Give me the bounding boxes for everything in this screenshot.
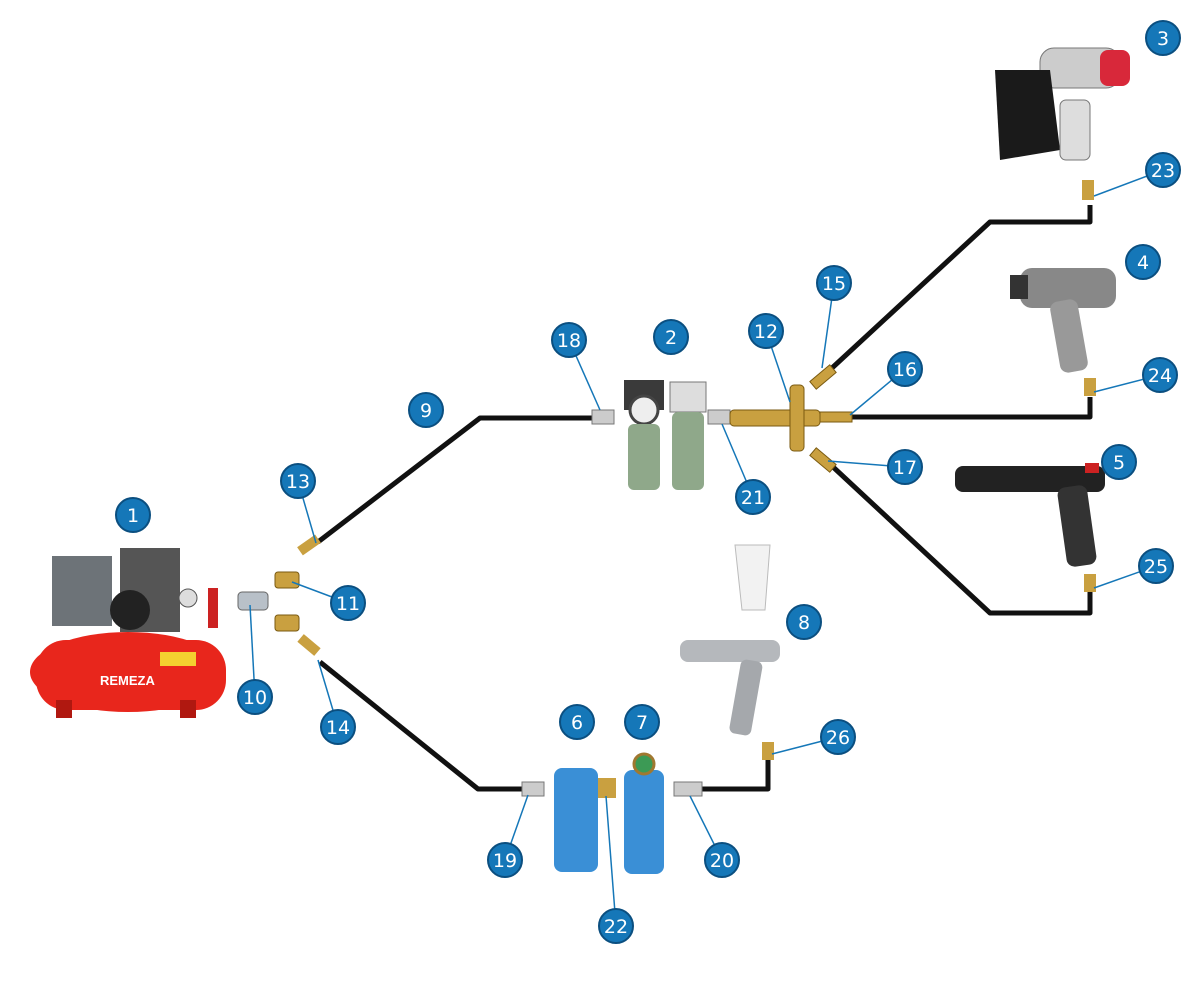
callout-number: 23 bbox=[1151, 160, 1175, 182]
callout-5: 5 bbox=[1101, 444, 1137, 480]
callout-circle bbox=[1145, 152, 1181, 188]
callout-number: 14 bbox=[326, 717, 350, 739]
callout-circle bbox=[816, 265, 852, 301]
callout-11: 11 bbox=[330, 585, 366, 621]
callout-21: 21 bbox=[735, 479, 771, 515]
callout-8: 8 bbox=[786, 604, 822, 640]
callout-1: 1 bbox=[115, 497, 151, 533]
callout-9: 9 bbox=[408, 392, 444, 428]
callout-circle bbox=[559, 704, 595, 740]
callout-number: 10 bbox=[243, 687, 267, 709]
spray-gun bbox=[680, 544, 780, 760]
callout-number: 8 bbox=[798, 612, 810, 634]
callout-number: 20 bbox=[710, 850, 734, 872]
air-compressor: REMEZA bbox=[30, 548, 226, 718]
callout-circle bbox=[887, 351, 923, 387]
callout-circle bbox=[1145, 20, 1181, 56]
callout-circle bbox=[887, 449, 923, 485]
callout-circle bbox=[237, 679, 273, 715]
hose-upper-main bbox=[316, 415, 592, 544]
callout-number: 25 bbox=[1144, 556, 1168, 578]
hoses bbox=[316, 205, 1093, 792]
callout-circle bbox=[1125, 244, 1161, 280]
hose-to-spray-gun bbox=[702, 760, 771, 792]
callout-15: 15 bbox=[816, 265, 852, 301]
compressor-fittings bbox=[237, 534, 321, 656]
callout-7: 7 bbox=[624, 704, 660, 740]
callout-number: 21 bbox=[741, 487, 765, 509]
callout-circle bbox=[487, 842, 523, 878]
callout-6: 6 bbox=[559, 704, 595, 740]
callout-circle bbox=[820, 719, 856, 755]
callout-circle bbox=[408, 392, 444, 428]
callout-circle bbox=[786, 604, 822, 640]
callout-3: 3 bbox=[1145, 20, 1181, 56]
callout-circle bbox=[748, 313, 784, 349]
callout-number: 15 bbox=[822, 273, 846, 295]
callout-number: 18 bbox=[557, 330, 581, 352]
callout-circle bbox=[653, 319, 689, 355]
callout-circle bbox=[280, 463, 316, 499]
coil-nailer bbox=[995, 47, 1130, 200]
leader-line-22 bbox=[605, 795, 617, 927]
brass-splitter bbox=[729, 364, 853, 473]
callout-number: 26 bbox=[826, 727, 850, 749]
callout-10: 10 bbox=[237, 679, 273, 715]
callout-number: 11 bbox=[336, 593, 360, 615]
callout-number: 9 bbox=[420, 400, 432, 422]
callout-number: 7 bbox=[636, 712, 648, 734]
callout-circle bbox=[704, 842, 740, 878]
callout-circle bbox=[551, 322, 587, 358]
callout-number: 19 bbox=[493, 850, 517, 872]
callout-circle bbox=[1138, 548, 1174, 584]
brand-logo-text: REMEZA bbox=[100, 673, 156, 688]
filter-regulator-lubricator bbox=[591, 380, 731, 490]
callout-2: 2 bbox=[653, 319, 689, 355]
callout-12: 12 bbox=[748, 313, 784, 349]
water-filters bbox=[521, 752, 703, 874]
callout-20: 20 bbox=[704, 842, 740, 878]
callout-number: 1 bbox=[127, 505, 139, 527]
pneumatic-tool-5 bbox=[955, 463, 1105, 592]
callout-number: 3 bbox=[1157, 28, 1169, 50]
callout-circle bbox=[624, 704, 660, 740]
callout-19: 19 bbox=[487, 842, 523, 878]
callout-circle bbox=[1101, 444, 1137, 480]
callout-number: 12 bbox=[754, 321, 778, 343]
callout-circle bbox=[598, 908, 634, 944]
callout-number: 24 bbox=[1148, 365, 1172, 387]
callout-number: 22 bbox=[604, 916, 628, 938]
callout-number: 17 bbox=[893, 457, 917, 479]
callout-23: 23 bbox=[1145, 152, 1181, 188]
callout-13: 13 bbox=[280, 463, 316, 499]
callout-circle bbox=[330, 585, 366, 621]
hose-to-tool-5 bbox=[830, 464, 1093, 616]
callout-14: 14 bbox=[320, 709, 356, 745]
callout-circle bbox=[320, 709, 356, 745]
impact-wrench bbox=[1010, 268, 1116, 396]
callout-22: 22 bbox=[598, 908, 634, 944]
callout-number: 5 bbox=[1113, 452, 1125, 474]
callout-circle bbox=[1142, 357, 1178, 393]
callout-24: 24 bbox=[1142, 357, 1178, 393]
callout-number: 4 bbox=[1137, 252, 1149, 274]
callout-26: 26 bbox=[820, 719, 856, 755]
callout-4: 4 bbox=[1125, 244, 1161, 280]
hose-to-impact-wrench bbox=[852, 397, 1093, 420]
callout-circle bbox=[735, 479, 771, 515]
callout-number: 13 bbox=[286, 471, 310, 493]
callout-16: 16 bbox=[887, 351, 923, 387]
callout-number: 16 bbox=[893, 359, 917, 381]
callout-circle bbox=[115, 497, 151, 533]
callout-25: 25 bbox=[1138, 548, 1174, 584]
callout-18: 18 bbox=[551, 322, 587, 358]
callout-number: 6 bbox=[571, 712, 583, 734]
callout-number: 2 bbox=[665, 327, 677, 349]
hose-to-nailer bbox=[830, 205, 1093, 370]
callout-17: 17 bbox=[887, 449, 923, 485]
hose-lower-main bbox=[318, 660, 522, 792]
